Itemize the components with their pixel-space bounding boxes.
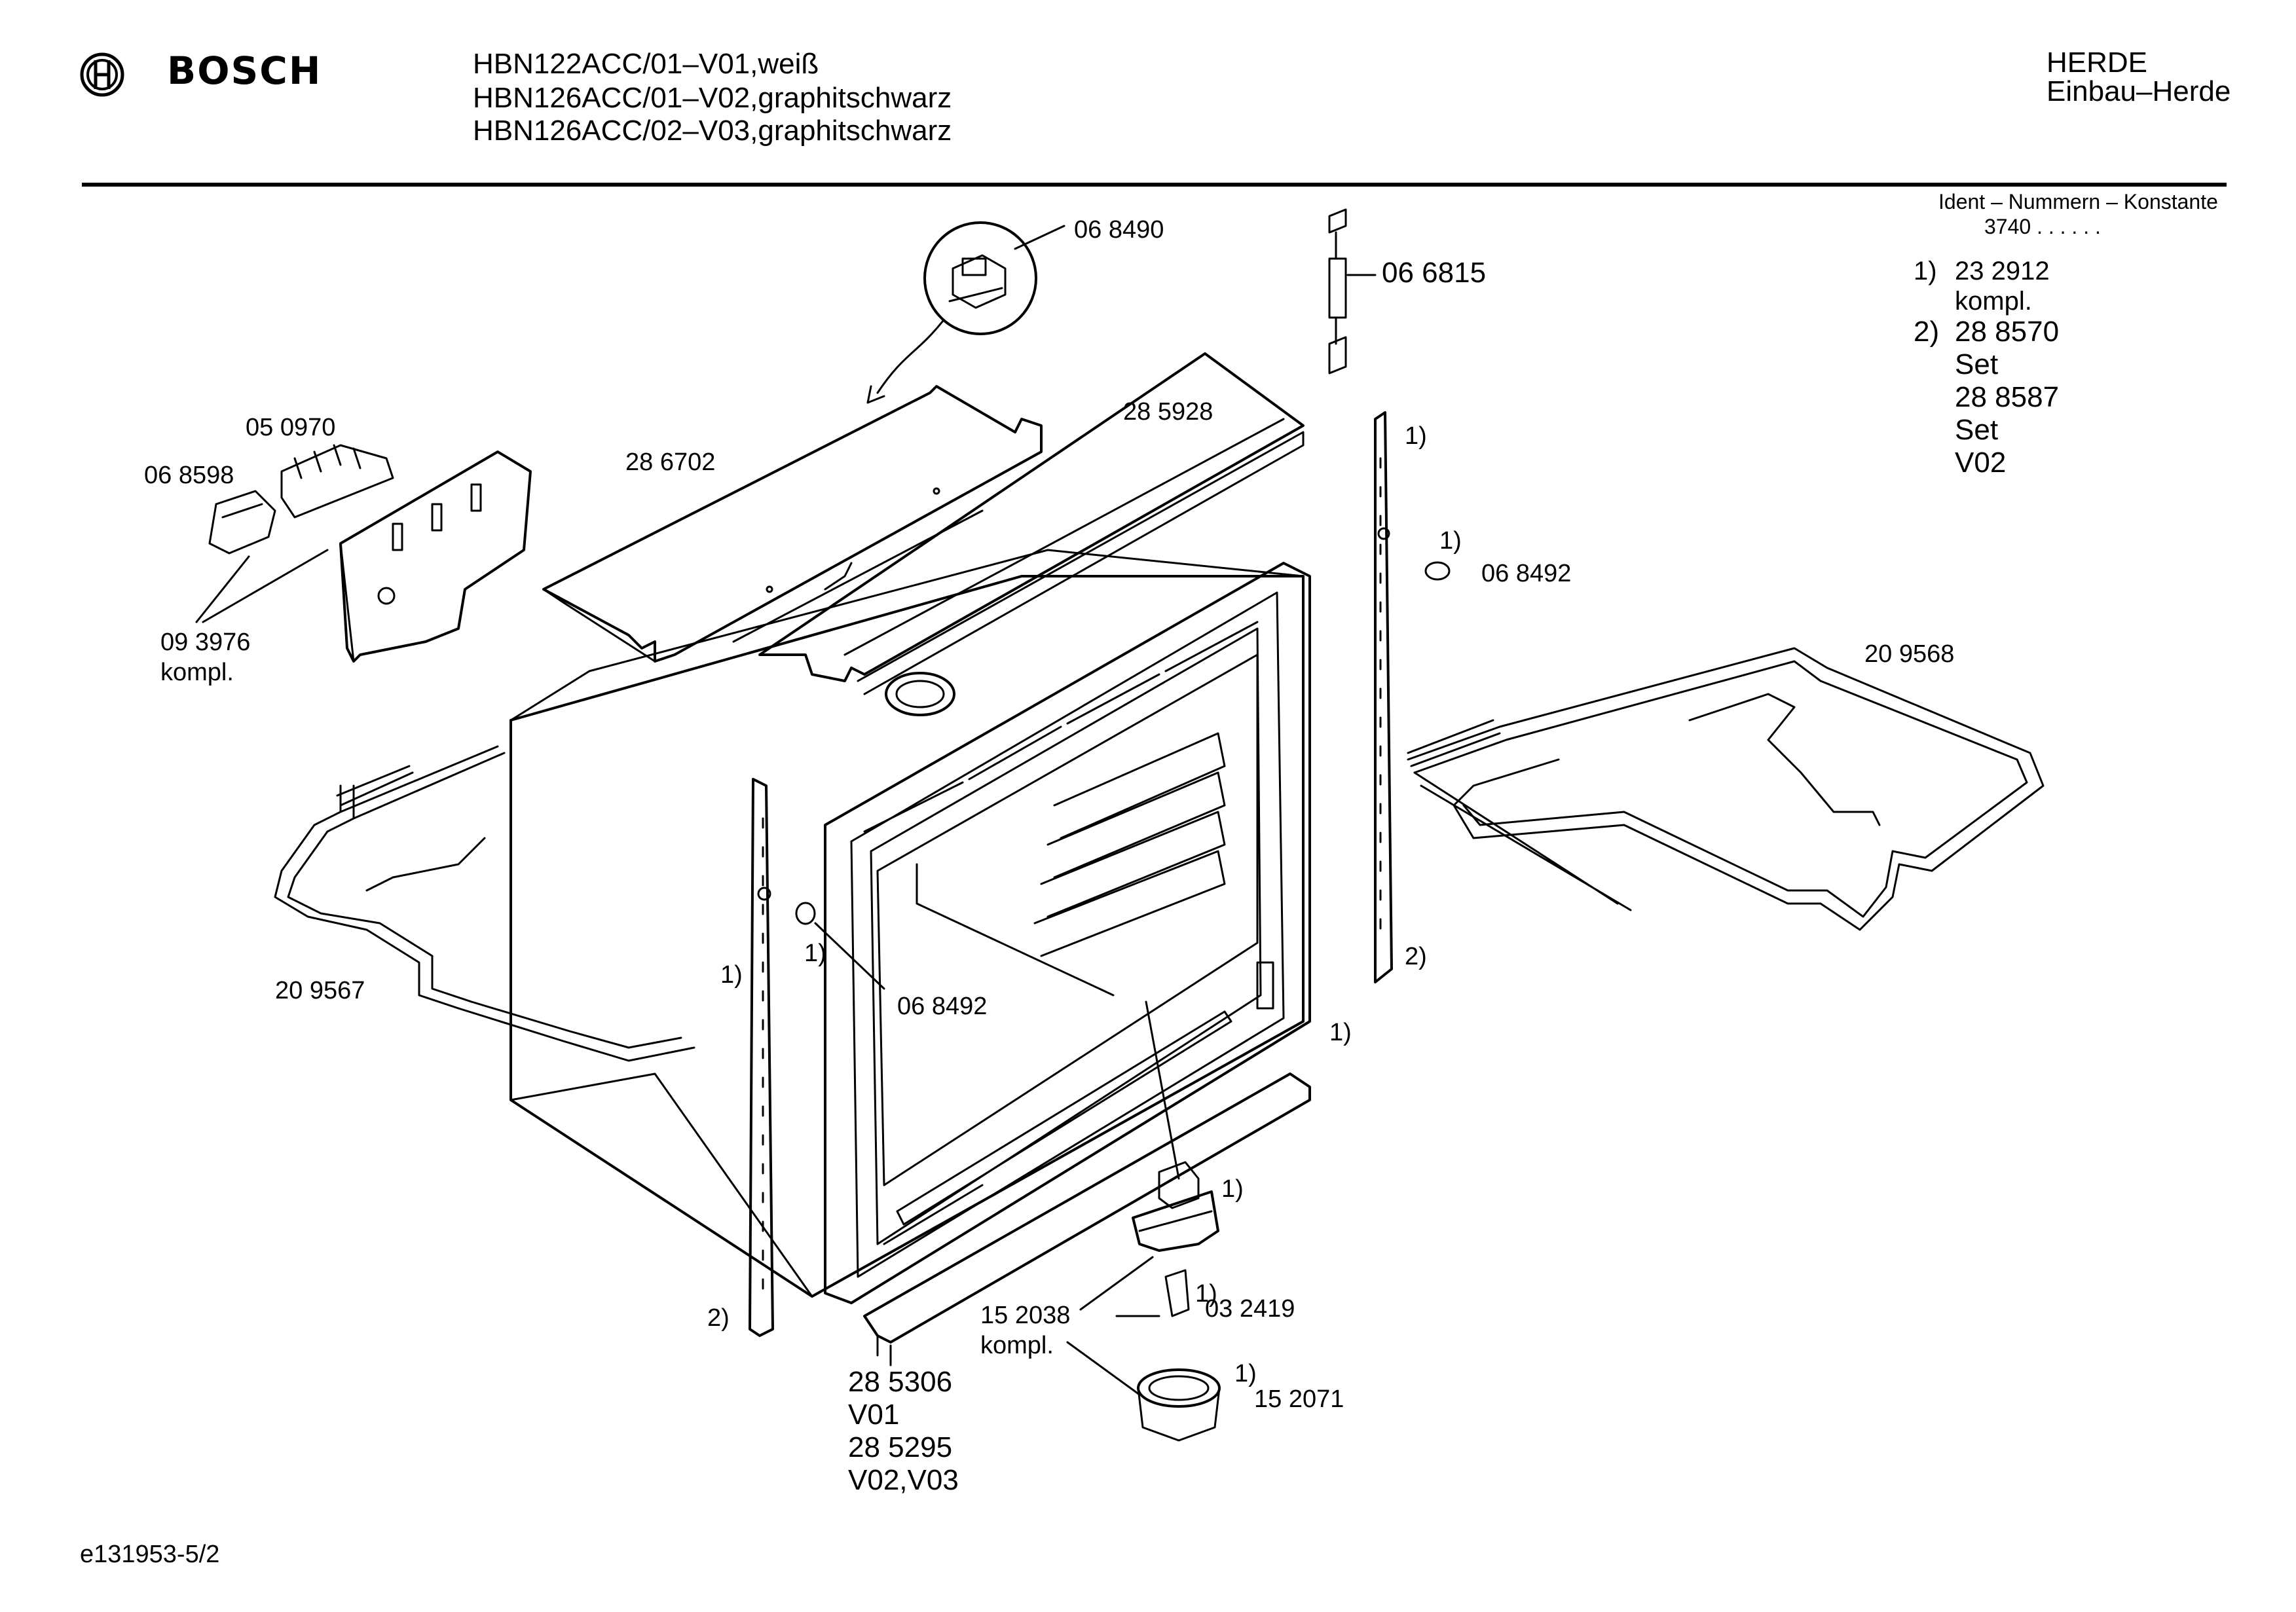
ident-title: Ident – Nummern – Konstante [1938, 190, 2218, 213]
rear-rail [758, 352, 1305, 695]
label-068490: 06 8490 [1074, 216, 1164, 244]
plug-right [1424, 561, 1451, 581]
left-side-rail [749, 778, 774, 1337]
label-209568: 20 9568 [1864, 640, 1955, 668]
label-152038: 15 2038 [980, 1302, 1071, 1329]
bottom-heating-element [274, 745, 695, 1062]
label-068598: 06 8598 [144, 462, 234, 489]
category-subtitle: Einbau–Herde [2046, 75, 2231, 107]
marker-1-plug-right: 1) [1439, 527, 1462, 555]
marker-1-left-rail: 1) [720, 961, 743, 989]
label-286702: 28 6702 [625, 449, 716, 476]
marker-1-plug-left: 1) [804, 940, 826, 967]
label-093976-suffix: kompl. [160, 659, 234, 686]
marker-1-right-rail: 1) [1405, 422, 1427, 450]
legend-2-suffix-b: Set [1955, 414, 1999, 446]
label-068492-left: 06 8492 [897, 993, 988, 1020]
ident-value: 3740 . . . . . . [1984, 215, 2101, 238]
model-line-2: HBN126ACC/01–V02,graphitschwarz [473, 82, 952, 114]
right-side-rail [1374, 411, 1393, 983]
marker-1-front-frame: 1) [1329, 1019, 1352, 1046]
sensor-part [1328, 208, 1377, 375]
leader-068492-left [814, 922, 885, 990]
label-050970: 05 0970 [246, 414, 336, 441]
label-285306-variant: V01 [848, 1399, 900, 1431]
document-id: e131953-5/2 [80, 1541, 220, 1568]
legend-2-suffix-a: Set [1955, 348, 1999, 380]
marker-2-right-rail: 2) [1405, 943, 1427, 970]
marker-2-left-rail: 2) [707, 1304, 730, 1332]
label-285295: 28 5295 [848, 1431, 953, 1463]
label-285928: 28 5928 [1123, 398, 1213, 426]
top-heating-element [1407, 647, 2045, 931]
category-title: HERDE [2046, 46, 2148, 79]
plug-left [795, 902, 816, 925]
bottom-front-bar [863, 1072, 1311, 1366]
oven-cabinet [509, 549, 1305, 1298]
header-rule [82, 183, 2227, 187]
legend-2-number-b: 28 8587 [1955, 381, 2060, 413]
legend-1-marker: 1) [1914, 257, 1937, 285]
marker-1-lamp-socket: 1) [1221, 1175, 1244, 1203]
oven-front-frame [824, 562, 1311, 1304]
legend-2-marker: 2) [1914, 316, 1940, 348]
bosch-armature-logo-icon [80, 52, 124, 97]
label-032419: 03 2419 [1205, 1295, 1295, 1323]
switch-bracket [195, 444, 532, 663]
model-line-3: HBN126ACC/02–V03,graphitschwarz [473, 115, 952, 147]
label-152038-suffix: kompl. [980, 1332, 1054, 1359]
legend-1-suffix: kompl. [1955, 287, 2032, 316]
legend-2-number-a: 28 8570 [1955, 316, 2060, 348]
label-285295-variant: V02,V03 [848, 1464, 959, 1496]
label-152071: 15 2071 [1254, 1385, 1344, 1413]
brand-name: BOSCH [167, 48, 322, 93]
label-285306: 28 5306 [848, 1366, 953, 1398]
label-068492-right: 06 8492 [1481, 560, 1572, 587]
label-209567: 20 9567 [275, 977, 365, 1004]
legend-1-number: 23 2912 [1955, 257, 2050, 285]
label-093976: 09 3976 [160, 629, 251, 656]
legend-2-variant: V02 [1955, 447, 2007, 479]
marker-1-lamp-bulb: 1) [1195, 1280, 1217, 1308]
lamp-assembly [1066, 1161, 1221, 1442]
label-066815: 06 6815 [1382, 257, 1487, 289]
cutout-inset [866, 221, 1065, 404]
model-line-1: HBN122ACC/01–V01,weiß [473, 48, 819, 80]
marker-1-lamp-cover: 1) [1234, 1360, 1257, 1387]
oven-inner-rails [916, 732, 1226, 1180]
